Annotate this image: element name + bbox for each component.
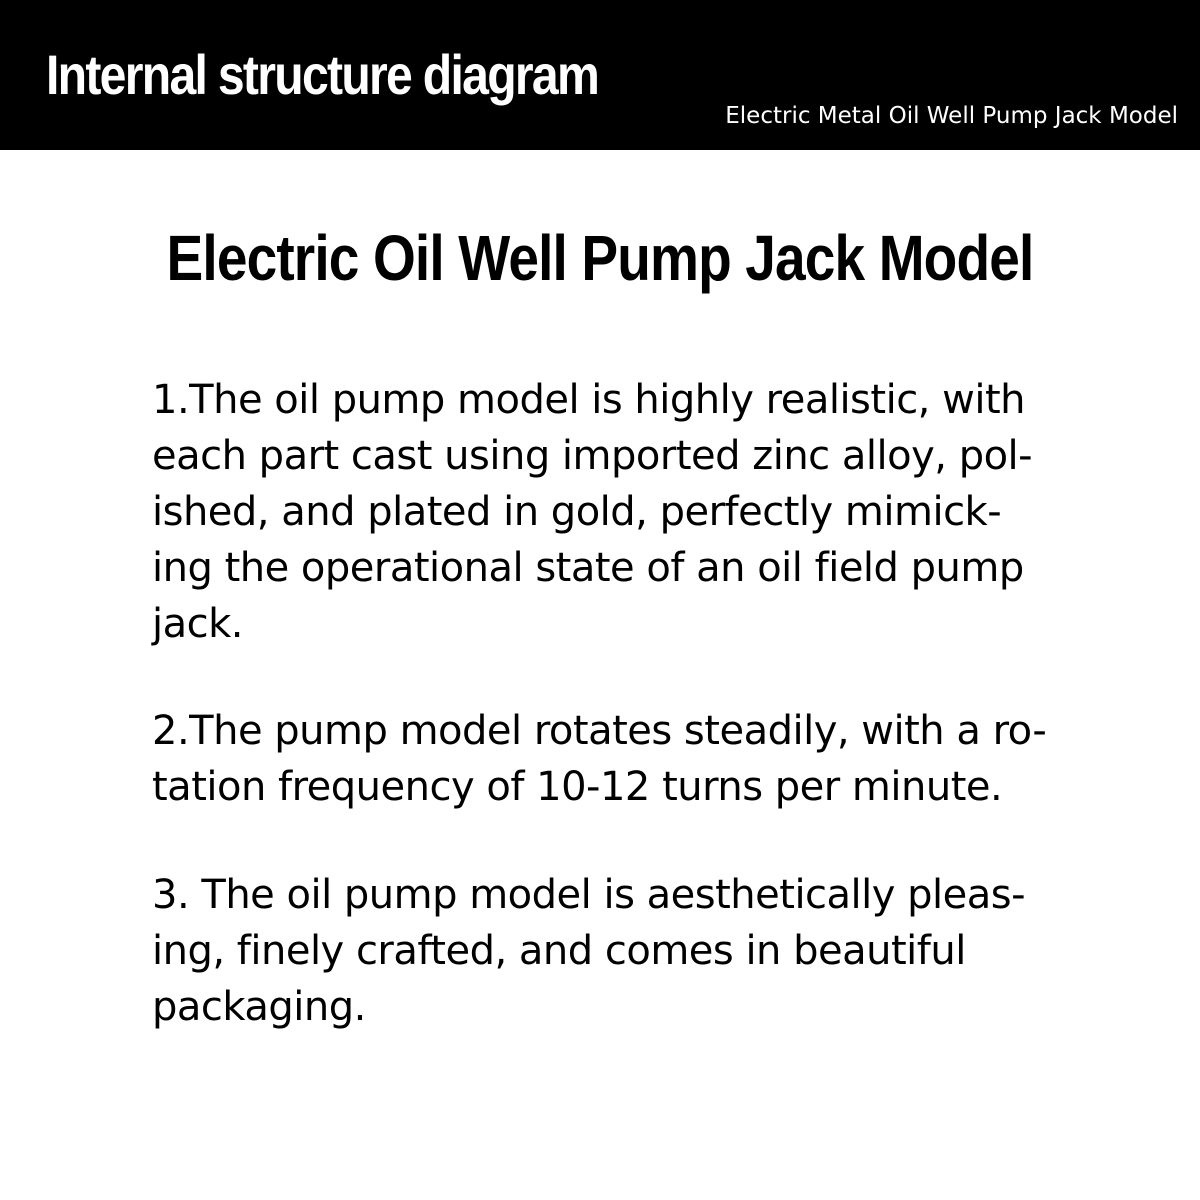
paragraph-line: jack.: [152, 601, 244, 647]
header-title: Internal structure diagram: [46, 43, 600, 106]
paragraph-line: ished, and plated in gold, perfectly mim…: [152, 489, 1002, 535]
paragraph-line: ing the operational state of an oil fiel…: [152, 545, 1024, 591]
paragraph-line: 2.The pump model rotates steadily, with …: [152, 708, 1047, 754]
header-bar: Internal structure diagram Electric Meta…: [0, 0, 1200, 150]
paragraph-line: packaging.: [152, 984, 366, 1030]
paragraph-line: 1.The oil pump model is highly realistic…: [152, 377, 1025, 423]
feature-paragraph-2: 2.The pump model rotates steadily, with …: [152, 703, 1112, 815]
page-title: Electric Oil Well Pump Jack Model: [0, 220, 1200, 296]
paragraph-line: tation frequency of 10-12 turns per minu…: [152, 764, 1003, 810]
paragraph-line: each part cast using imported zinc alloy…: [152, 433, 1033, 479]
page-title-text: Electric Oil Well Pump Jack Model: [166, 222, 1035, 294]
feature-paragraph-3: 3. The oil pump model is aesthetically p…: [152, 867, 1112, 1035]
paragraph-line: 3. The oil pump model is aesthetically p…: [152, 872, 1026, 918]
feature-paragraph-1: 1.The oil pump model is highly realistic…: [152, 372, 1112, 652]
paragraph-line: ing, finely crafted, and comes in beauti…: [152, 928, 966, 974]
header-subtitle: Electric Metal Oil Well Pump Jack Model: [725, 103, 1178, 129]
